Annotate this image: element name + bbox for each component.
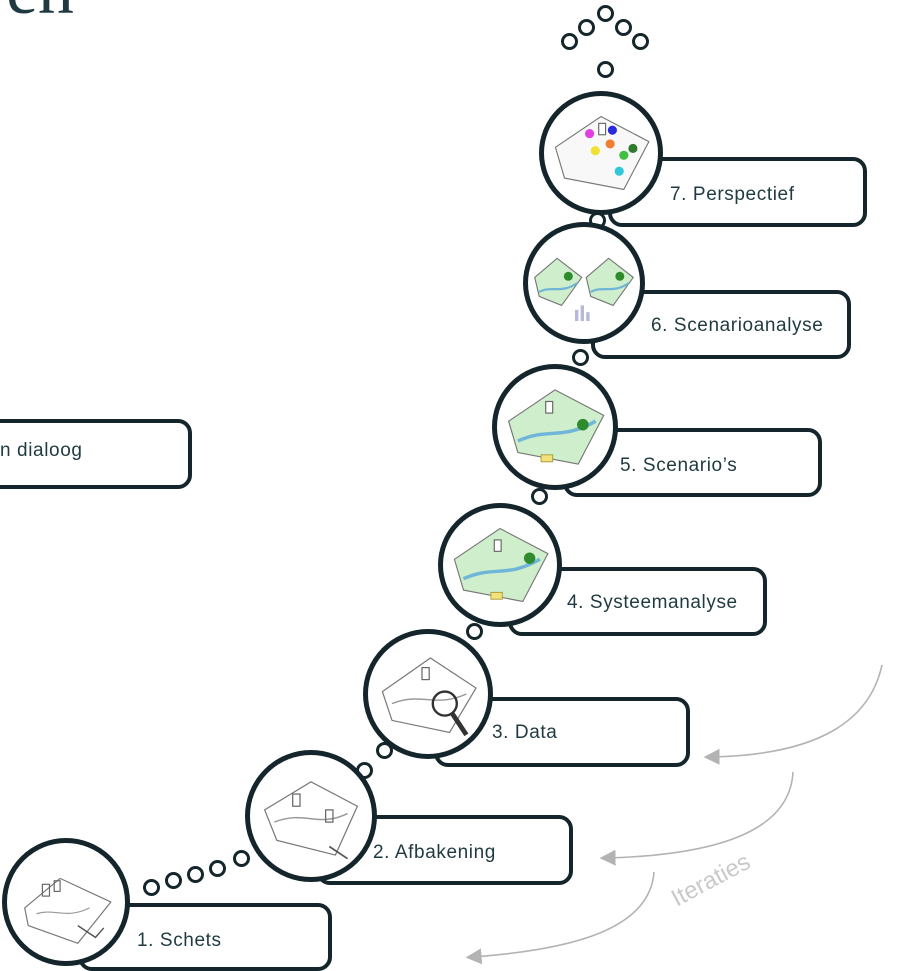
step-image-5 xyxy=(492,364,618,490)
connector-dot xyxy=(615,19,632,36)
connector-dot xyxy=(233,850,250,867)
step-image-3 xyxy=(363,629,493,759)
iteration-arrow-2 xyxy=(599,771,794,866)
iteration-arrow-1 xyxy=(703,664,883,765)
iteration-arrow-3 xyxy=(465,871,655,965)
connector-dot xyxy=(165,872,182,889)
step-label-4: 4. Systeemanalyse xyxy=(567,592,738,613)
connector-dot xyxy=(209,860,226,877)
step-image-7 xyxy=(539,91,663,215)
connector-dot xyxy=(143,879,160,896)
dialog-label: n dialoog xyxy=(0,440,83,461)
step-image-2 xyxy=(245,750,377,882)
connector-dot xyxy=(572,349,589,366)
connector-dot xyxy=(578,19,595,36)
connector-dot xyxy=(632,33,649,50)
sketch-map-icon xyxy=(381,657,477,737)
green-map-icon xyxy=(507,389,605,465)
step-image-6 xyxy=(523,222,645,344)
connector-dot xyxy=(561,33,578,50)
step-label-3: 3. Data xyxy=(492,722,558,743)
step-label-5: 5. Scenario’s xyxy=(620,455,738,476)
connector-dot xyxy=(597,5,614,22)
step-image-4 xyxy=(438,503,562,627)
sketch-map-icon xyxy=(263,781,359,860)
page-title: ren xyxy=(0,0,74,31)
scenario-compare-icon xyxy=(534,257,635,322)
step-label-1: 1. Schets xyxy=(137,930,222,951)
perspective-map-icon xyxy=(554,115,650,191)
connector-dot xyxy=(597,61,614,78)
connector-dot xyxy=(531,488,548,505)
sketch-map-icon xyxy=(24,877,112,944)
connector-dot xyxy=(466,623,483,640)
step-label-2: 2. Afbakening xyxy=(373,842,496,863)
step-label-7: 7. Perspectief xyxy=(670,184,795,205)
step-label-6: 6. Scenarioanalyse xyxy=(651,315,824,336)
green-map-icon xyxy=(453,527,549,603)
connector-dot xyxy=(187,866,204,883)
dialog-box xyxy=(0,419,192,489)
step-image-1 xyxy=(2,838,130,966)
